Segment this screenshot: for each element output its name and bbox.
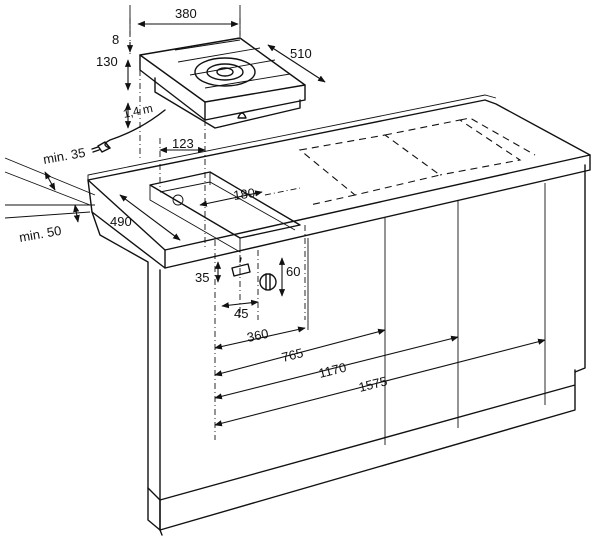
plug-icon	[91, 141, 111, 153]
dimension-lines	[4, 5, 546, 427]
cabinet-right-edge	[574, 164, 586, 373]
countertop-front-edge	[164, 154, 591, 269]
hob-top-plate	[139, 37, 306, 103]
cabinet-left-side	[91, 211, 161, 531]
label-gas-knob-gap: 45	[234, 306, 248, 321]
burner-inner	[216, 67, 234, 77]
label-counter-depth: 490	[110, 214, 132, 229]
label-edge: 8	[112, 32, 119, 47]
cabinet-plinth	[147, 369, 576, 531]
dimension-labels: 380 510 8 130 1,4 m min. 35 min. 50 490 …	[18, 6, 389, 395]
hob-front-face	[139, 54, 306, 121]
dashed-zone-3	[459, 117, 536, 156]
hob-pan-support	[174, 39, 291, 89]
burner-middle	[206, 63, 244, 81]
countertop	[87, 94, 591, 269]
label-dist-3: 1170	[317, 360, 348, 381]
cabinet	[91, 164, 586, 536]
label-width: 380	[175, 6, 197, 21]
cutout-opening	[149, 171, 301, 239]
countertop-left-edge	[87, 179, 166, 269]
countertop-back-lip	[87, 94, 497, 180]
label-dist-1: 360	[246, 326, 270, 345]
label-min-back: min. 35	[42, 145, 87, 167]
hob-appliance	[139, 37, 306, 129]
hob-vent-slot	[237, 112, 247, 119]
label-cutout-offset: 123	[172, 136, 194, 151]
label-gas-x: 35	[195, 270, 209, 285]
gas-connector-icon	[231, 257, 251, 277]
label-height: 130	[96, 54, 118, 69]
label-min-front: min. 50	[18, 223, 63, 245]
label-cutout-width: 180	[232, 185, 256, 203]
front-fittings	[231, 257, 277, 291]
control-knob-icon	[259, 273, 277, 291]
label-depth: 510	[290, 46, 312, 61]
cutout-inner-depth	[149, 172, 241, 253]
hob-body-box	[154, 77, 301, 129]
power-cable	[91, 109, 166, 153]
label-dist-2: 765	[280, 345, 305, 365]
cable-line	[104, 109, 166, 149]
label-dist-4: 1575	[357, 373, 389, 395]
cabinet-front-face	[159, 269, 163, 536]
label-cable: 1,4 m	[122, 101, 154, 121]
cutout-back-wall	[159, 181, 296, 231]
label-knob-y: 60	[286, 264, 300, 279]
burner-outer	[194, 57, 256, 87]
dashed-zone-1	[298, 134, 442, 196]
dashed-zone-2	[384, 119, 522, 176]
dashed-zone-4	[309, 194, 356, 206]
